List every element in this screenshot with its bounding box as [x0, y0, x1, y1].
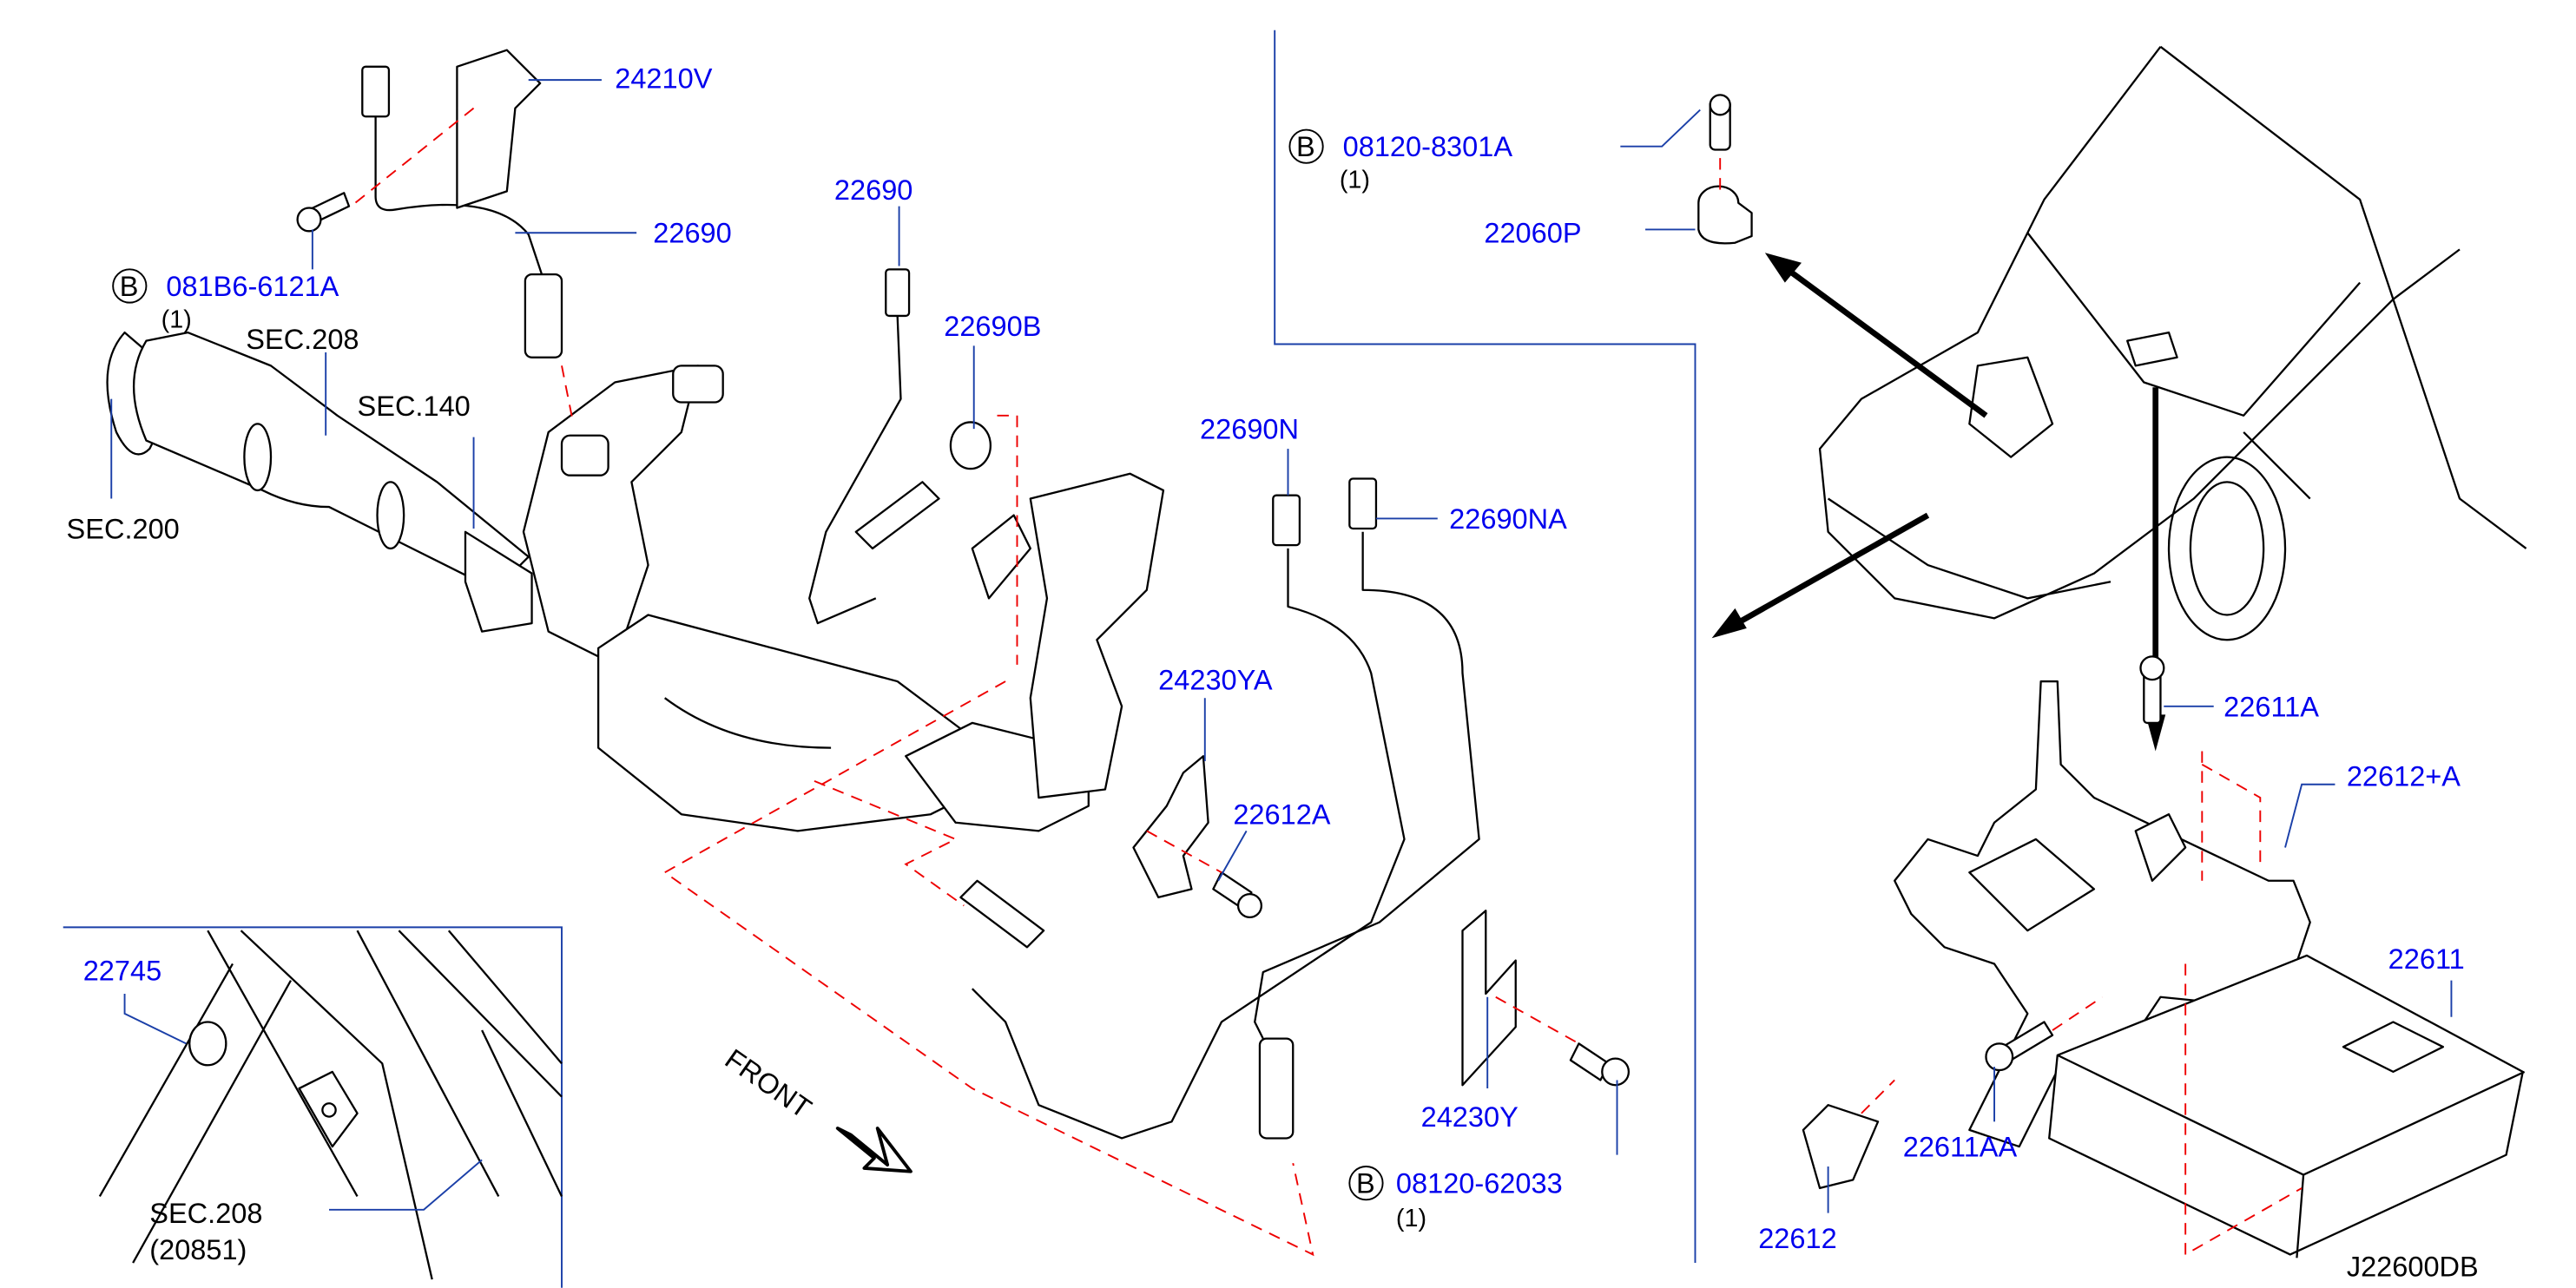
part-22611[interactable]: 22611: [2388, 943, 2465, 975]
bracket-24230Y-drawing: [1461, 910, 1631, 1087]
part-22745[interactable]: 22745: [83, 956, 161, 987]
part-22690-mid[interactable]: 22690: [834, 174, 912, 206]
part-22690-upper[interactable]: 22690: [653, 218, 731, 249]
oxygen-sensor-rear-drawing: [959, 477, 1480, 1140]
dashed-guide: [1495, 996, 1579, 1045]
bolt-b-prefix: B: [1356, 1168, 1375, 1199]
car-outline-drawing: [1818, 45, 2527, 641]
qty-08120-62033: (1): [1396, 1205, 1426, 1232]
pointer-arrow: [1727, 512, 1930, 631]
dashed-guide: [2184, 963, 2303, 1257]
part-22690NA[interactable]: 22690NA: [1449, 503, 1567, 535]
inset-frame: [63, 926, 563, 1288]
sec-208-ref: SEC.208: [246, 324, 359, 355]
dashed-guide: [2052, 996, 2103, 1031]
part-22612-plus-A[interactable]: 22612+A: [2347, 761, 2461, 792]
rear-manifold-drawing: [971, 472, 1165, 799]
inset-sec-208-ref: SEC.208: [149, 1198, 262, 1229]
part-24210V[interactable]: 24210V: [615, 63, 712, 95]
inset-drawing: [98, 930, 563, 1280]
dashed-guide: [2201, 763, 2262, 864]
ecu-bolt-drawing: [1802, 655, 2165, 1190]
inset-sec-208-sub: (20851): [149, 1234, 247, 1265]
catalytic-converter-drawing: [596, 614, 1090, 832]
dashed-guide: [561, 365, 575, 424]
bolt-b-badge: [1348, 1166, 1384, 1201]
part-08120-8301A[interactable]: 08120-8301A: [1343, 131, 1513, 162]
dashed-guide: [348, 107, 475, 209]
dashed-guide: [1146, 830, 1222, 874]
oxygen-sensor-mid-drawing: [808, 268, 992, 625]
dashed-guide: [997, 414, 1018, 665]
oxygen-sensor-upper-drawing: [296, 49, 563, 358]
bolt-b-prefix: B: [120, 271, 139, 302]
part-22611A[interactable]: 22611A: [2224, 691, 2319, 722]
part-22612A[interactable]: 22612A: [1233, 799, 1330, 831]
pointer-arrow: [1776, 260, 1988, 418]
part-22060P[interactable]: 22060P: [1484, 218, 1581, 249]
part-24230Y[interactable]: 24230Y: [1421, 1101, 1519, 1133]
dashed-guide: [1861, 1079, 1895, 1114]
part-24230YA[interactable]: 24230YA: [1158, 665, 1273, 696]
qty-08120-8301A: (1): [1340, 167, 1370, 194]
bolt-b-badge: [112, 268, 148, 304]
bracket-24230YA-drawing: [1132, 755, 1263, 919]
sec-200-ref: SEC.200: [67, 513, 180, 544]
ecu-bracket-drawing: [1894, 680, 2311, 1148]
dashed-guide: [662, 680, 1314, 1257]
arrow-head-icon: [1711, 608, 1747, 639]
qty-081B6-6121A: (1): [161, 306, 192, 333]
part-22690B[interactable]: 22690B: [944, 311, 1041, 342]
arrow-head-icon: [1764, 253, 1802, 283]
part-08120-62033[interactable]: 08120-62033: [1396, 1168, 1563, 1199]
bolt-b-prefix: B: [1296, 131, 1315, 162]
front-label: FRONT: [720, 1043, 818, 1125]
part-22611AA[interactable]: 22611AA: [1903, 1132, 2018, 1163]
part-081B6-6121A[interactable]: 081B6-6121A: [166, 271, 339, 302]
front-arrow-icon: [835, 1127, 912, 1173]
knock-sensor-drawing: [1697, 94, 1753, 245]
diagram-code: J22600DB: [2347, 1251, 2479, 1282]
dashed-guide: [814, 780, 965, 907]
leader-lines: [110, 79, 2453, 1213]
part-22690N[interactable]: 22690N: [1200, 414, 1299, 445]
part-22612[interactable]: 22612: [1758, 1223, 1836, 1254]
bolt-b-badge: [1288, 128, 1324, 164]
front-exhaust-pipe-drawing: [106, 331, 533, 633]
ecu-22611-drawing: [2048, 954, 2526, 1258]
exhaust-manifold-drawing: [522, 365, 724, 667]
section-divider: [1274, 30, 1696, 1264]
sec-140-ref: SEC.140: [358, 391, 471, 422]
